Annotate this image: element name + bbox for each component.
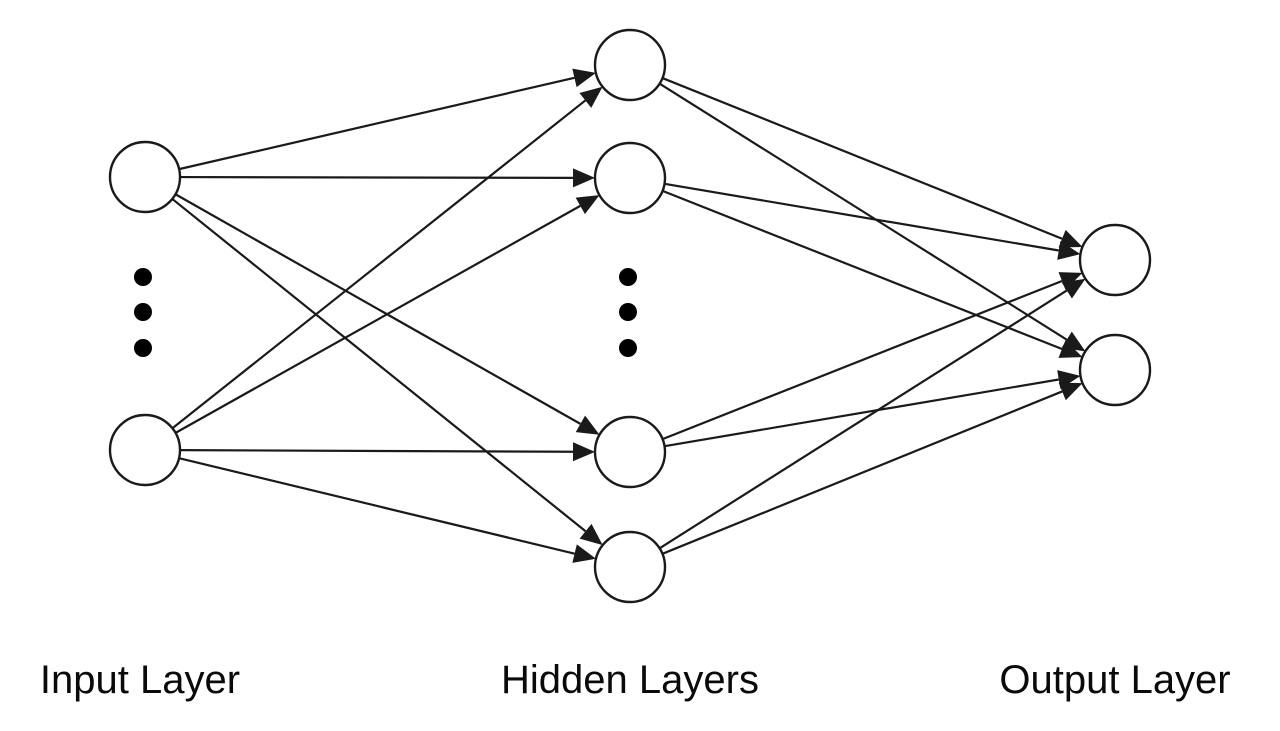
connection-line bbox=[658, 289, 1068, 550]
connection-arrowhead bbox=[572, 442, 596, 462]
connection-arrowhead bbox=[1058, 229, 1083, 248]
layer-label-output: Output Layer bbox=[999, 658, 1231, 702]
neuron-node-o1 bbox=[1078, 223, 1152, 297]
vertical-ellipsis-dot-hidden-3 bbox=[619, 339, 637, 357]
connection-line bbox=[664, 378, 1059, 448]
connection-line bbox=[174, 193, 581, 425]
connection-arrowhead bbox=[579, 523, 603, 546]
connection-line bbox=[664, 182, 1059, 252]
neuron-node-i1 bbox=[108, 140, 182, 214]
layer-label-input: Input Layer bbox=[39, 658, 241, 702]
connection-line bbox=[179, 175, 574, 179]
connection-line bbox=[178, 457, 575, 555]
connection-arrowhead bbox=[1061, 278, 1086, 299]
vertical-ellipsis-dot-input-3 bbox=[134, 339, 152, 357]
connection-arrowhead bbox=[1058, 340, 1083, 358]
connection-arrowhead bbox=[572, 544, 596, 563]
neuron-node-o2 bbox=[1078, 333, 1152, 407]
vertical-ellipsis-dot-hidden-2 bbox=[619, 303, 637, 321]
ellipsis-group bbox=[134, 268, 637, 357]
connection-arrowhead bbox=[575, 195, 600, 215]
connection-arrowhead bbox=[575, 415, 600, 435]
connection-arrowhead bbox=[579, 86, 603, 108]
connection-line bbox=[179, 449, 574, 453]
neuron-node-h2 bbox=[593, 141, 667, 215]
nodes-group bbox=[108, 28, 1152, 604]
neuron-node-h4 bbox=[593, 530, 667, 604]
connection-line bbox=[662, 189, 1063, 351]
neuron-node-h1 bbox=[593, 28, 667, 102]
neuron-node-h3 bbox=[593, 415, 667, 489]
vertical-ellipsis-dot-input-1 bbox=[134, 268, 152, 286]
connection-line bbox=[659, 82, 1068, 341]
neuron-node-i2 bbox=[108, 413, 182, 487]
connection-line bbox=[178, 76, 575, 171]
connection-line bbox=[662, 279, 1063, 441]
connections-group bbox=[171, 68, 1086, 563]
connection-line bbox=[662, 77, 1063, 240]
connection-arrowhead bbox=[1057, 241, 1081, 260]
vertical-ellipsis-dot-input-2 bbox=[134, 303, 152, 321]
connection-line bbox=[662, 390, 1063, 555]
connection-arrowhead bbox=[572, 68, 596, 88]
connection-line bbox=[171, 99, 587, 430]
connection-arrowhead bbox=[1058, 382, 1083, 401]
layer-label-hidden: Hidden Layers bbox=[501, 658, 759, 702]
vertical-ellipsis-dot-hidden-1 bbox=[619, 268, 637, 286]
connection-arrowhead bbox=[572, 168, 596, 188]
connection-line bbox=[171, 198, 587, 533]
connection-line bbox=[174, 204, 581, 434]
